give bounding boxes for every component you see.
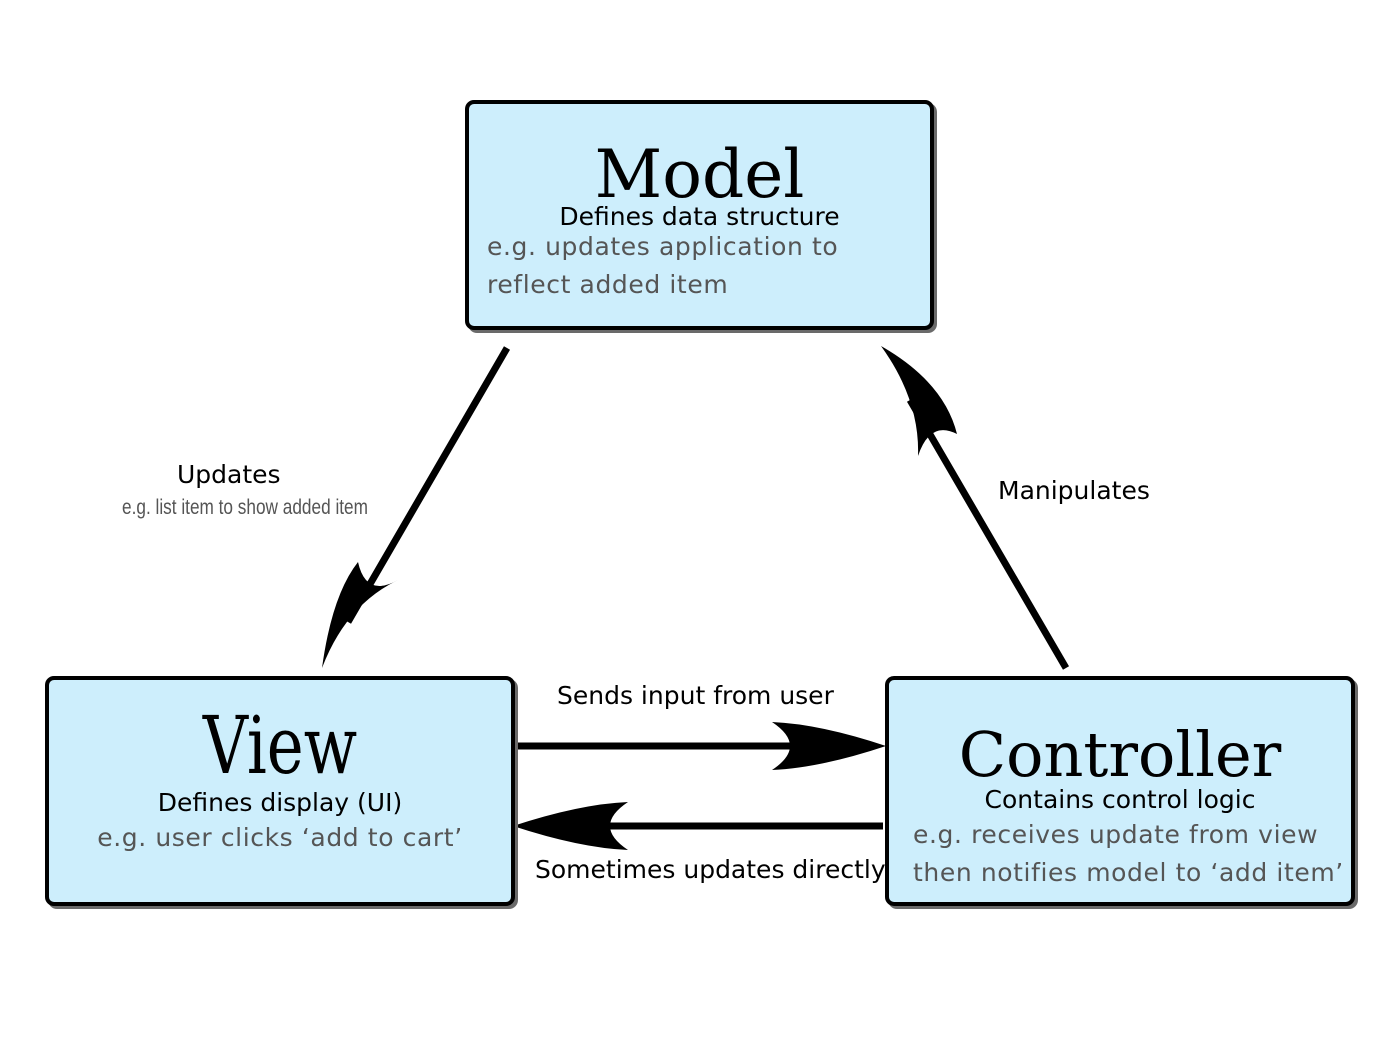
- model-title: Model: [594, 136, 805, 213]
- view-title: View: [202, 699, 358, 792]
- controller-example: e.g. receives update from view then noti…: [913, 816, 1353, 892]
- edge-label-manipulates: Manipulates: [998, 476, 1150, 505]
- controller-subtitle: Contains control logic: [984, 785, 1256, 814]
- view-subtitle: Defines display (UI): [157, 788, 403, 817]
- view-example: e.g. user clicks ‘add to cart’: [97, 823, 463, 852]
- controller-title: Controller: [958, 718, 1282, 791]
- model-example: e.g. updates application to reflect adde…: [487, 232, 839, 299]
- edge-label-sends-input: Sends input from user: [557, 681, 834, 710]
- edge-label-sometimes-updates: Sometimes updates directly: [535, 855, 886, 884]
- arrow-controller-to-view: [513, 802, 883, 850]
- view-box: View Defines display (UI) e.g. user clic…: [45, 676, 515, 906]
- edge-label-updates: Updates: [177, 460, 281, 489]
- controller-example-line2: then notifies model to ‘add item’: [913, 858, 1344, 887]
- edge-label-updates-example: e.g. list item to show added item: [122, 496, 368, 519]
- model-subtitle: Defines data structure: [559, 202, 840, 231]
- controller-example-line1: e.g. receives update from view: [913, 820, 1319, 849]
- controller-box: Controller Contains control logic e.g. r…: [885, 676, 1355, 906]
- arrow-model-to-view: [322, 346, 511, 668]
- arrow-view-to-controller: [517, 722, 886, 770]
- model-box: Model Defines data structure e.g. update…: [465, 100, 934, 330]
- arrow-controller-to-model: [881, 346, 1070, 670]
